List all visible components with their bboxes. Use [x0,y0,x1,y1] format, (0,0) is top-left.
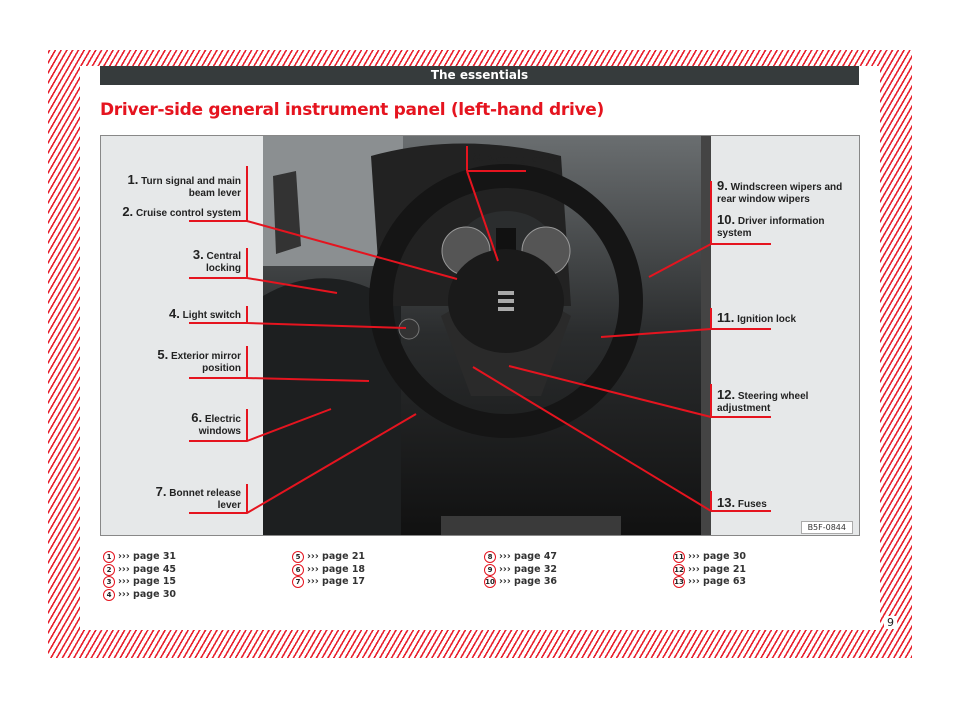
label-11: 11. Ignition lock [717,310,797,325]
label-7: 7. Bonnet release lever [155,484,241,511]
callout-number: 9 [484,563,496,576]
reference-item[interactable]: 9››› page 32 [484,564,557,577]
reference-item[interactable]: 3››› page 15 [103,576,176,589]
callout-number: 13 [673,576,685,589]
section-header: The essentials [100,66,859,85]
reference-item[interactable]: 1››› page 31 [103,551,176,564]
page-title: Driver-side general instrument panel (le… [100,100,604,120]
page-link[interactable]: ››› page 17 [307,576,366,587]
label-9: 9. Windscreen wipers and rear window wip… [717,178,843,205]
reference-item[interactable]: 4››› page 30 [103,589,176,602]
page-link[interactable]: ››› page 36 [499,576,558,587]
reference-item[interactable]: 5››› page 21 [292,551,365,564]
label-10: 10. Driver information system [717,212,825,239]
reference-column-3: 8››› page 47 9››› page 32 10››› page 36 [484,551,557,589]
label-4: 4. Light switch [169,306,241,321]
page-link[interactable]: ››› page 18 [307,563,366,575]
reference-item[interactable]: 6››› page 18 [292,564,365,577]
reference-item[interactable]: 12››› page 21 [673,564,746,577]
page-link[interactable]: ››› page 45 [118,563,177,575]
label-2: 2. Cruise control system [122,204,241,219]
reference-item[interactable]: 2››› page 45 [103,564,176,577]
reference-column-2: 5››› page 21 6››› page 18 7››› page 17 [292,551,365,589]
callout-number: 3 [103,576,115,589]
callout-lines [189,146,771,514]
page-link[interactable]: ››› page 21 [688,563,747,575]
figure-code: B5F-0844 [800,521,853,534]
page-link[interactable]: ››› page 15 [118,576,177,587]
page-link[interactable]: ››› page 47 [499,551,558,562]
page-link[interactable]: ››› page 21 [307,551,366,562]
callout-number: 12 [673,563,685,576]
page-link[interactable]: ››› page 30 [688,551,747,562]
callout-number: 7 [292,576,304,589]
callout-number: 8 [484,551,496,564]
reference-column-1: 1››› page 31 2››› page 45 3››› page 15 4… [103,551,176,601]
page-link[interactable]: ››› page 32 [499,563,558,575]
callout-number: 2 [103,563,115,576]
page-link[interactable]: ››› page 31 [118,551,177,562]
callout-number: 5 [292,551,304,564]
page-link[interactable]: ››› page 30 [118,588,177,600]
label-6: 6. Electric windows [191,410,241,437]
callout-number: 10 [484,576,496,589]
label-12: 12. Steering wheel adjustment [717,387,809,414]
callout-number: 4 [103,588,115,601]
label-8: 8. Warning lamps [473,150,558,165]
label-13: 13. Fuses [717,495,767,510]
seat-logo-icon [498,291,514,311]
reference-column-4: 11››› page 30 12››› page 21 13››› page 6… [673,551,746,589]
callout-number: 6 [292,563,304,576]
reference-item[interactable]: 7››› page 17 [292,576,365,589]
instrument-panel-figure: 1. Turn signal and main beam lever 2. Cr… [100,135,860,536]
page-number: 9 [884,616,897,629]
reference-item[interactable]: 10››› page 36 [484,576,557,589]
label-3: 3. Central locking [192,247,241,274]
label-5: 5. Exterior mirror position [157,347,241,374]
reference-item[interactable]: 13››› page 63 [673,576,746,589]
callout-number: 1 [103,551,115,564]
callout-number: 11 [673,551,685,564]
reference-item[interactable]: 11››› page 30 [673,551,746,564]
reference-item[interactable]: 8››› page 47 [484,551,557,564]
page-link[interactable]: ››› page 63 [688,576,747,587]
label-1: 1. Turn signal and main beam lever [127,172,241,199]
